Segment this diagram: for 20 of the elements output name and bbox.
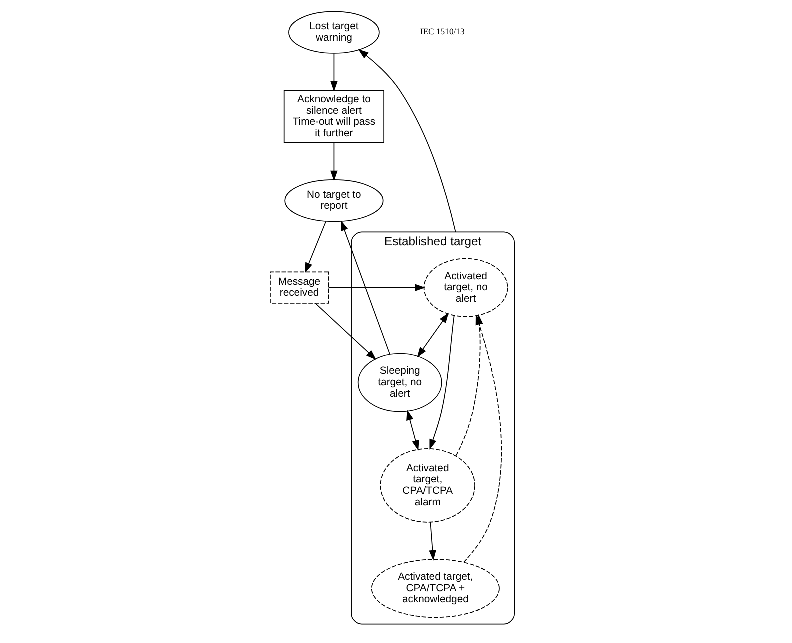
arrow <box>330 53 338 92</box>
arrow <box>417 312 449 358</box>
arrow <box>358 49 456 233</box>
arrow <box>330 142 338 182</box>
arrow <box>341 220 391 355</box>
node-ellipse: Activated target, CPA/TCPA + acknowledged <box>371 559 500 618</box>
node-ellipse: Activated target, CPA/TCPA alarm <box>380 448 476 523</box>
node-box: Message received <box>270 272 329 304</box>
arrow <box>328 284 426 292</box>
node-ellipse: Lost target warning <box>288 11 380 54</box>
arrow <box>406 410 420 451</box>
label: IEC 1510/13 <box>420 26 465 37</box>
arrow <box>429 522 436 561</box>
node-box: Acknowledge to silence alert Time-out will pass it further <box>284 90 384 144</box>
arrow <box>430 315 455 450</box>
node-ellipse: Activated target, no alert <box>424 258 508 318</box>
arrow <box>305 221 327 274</box>
node-ellipse: No target to report <box>284 180 384 222</box>
node-ellipse: Sleeping target, no alert <box>358 353 442 412</box>
arrow <box>315 303 377 360</box>
